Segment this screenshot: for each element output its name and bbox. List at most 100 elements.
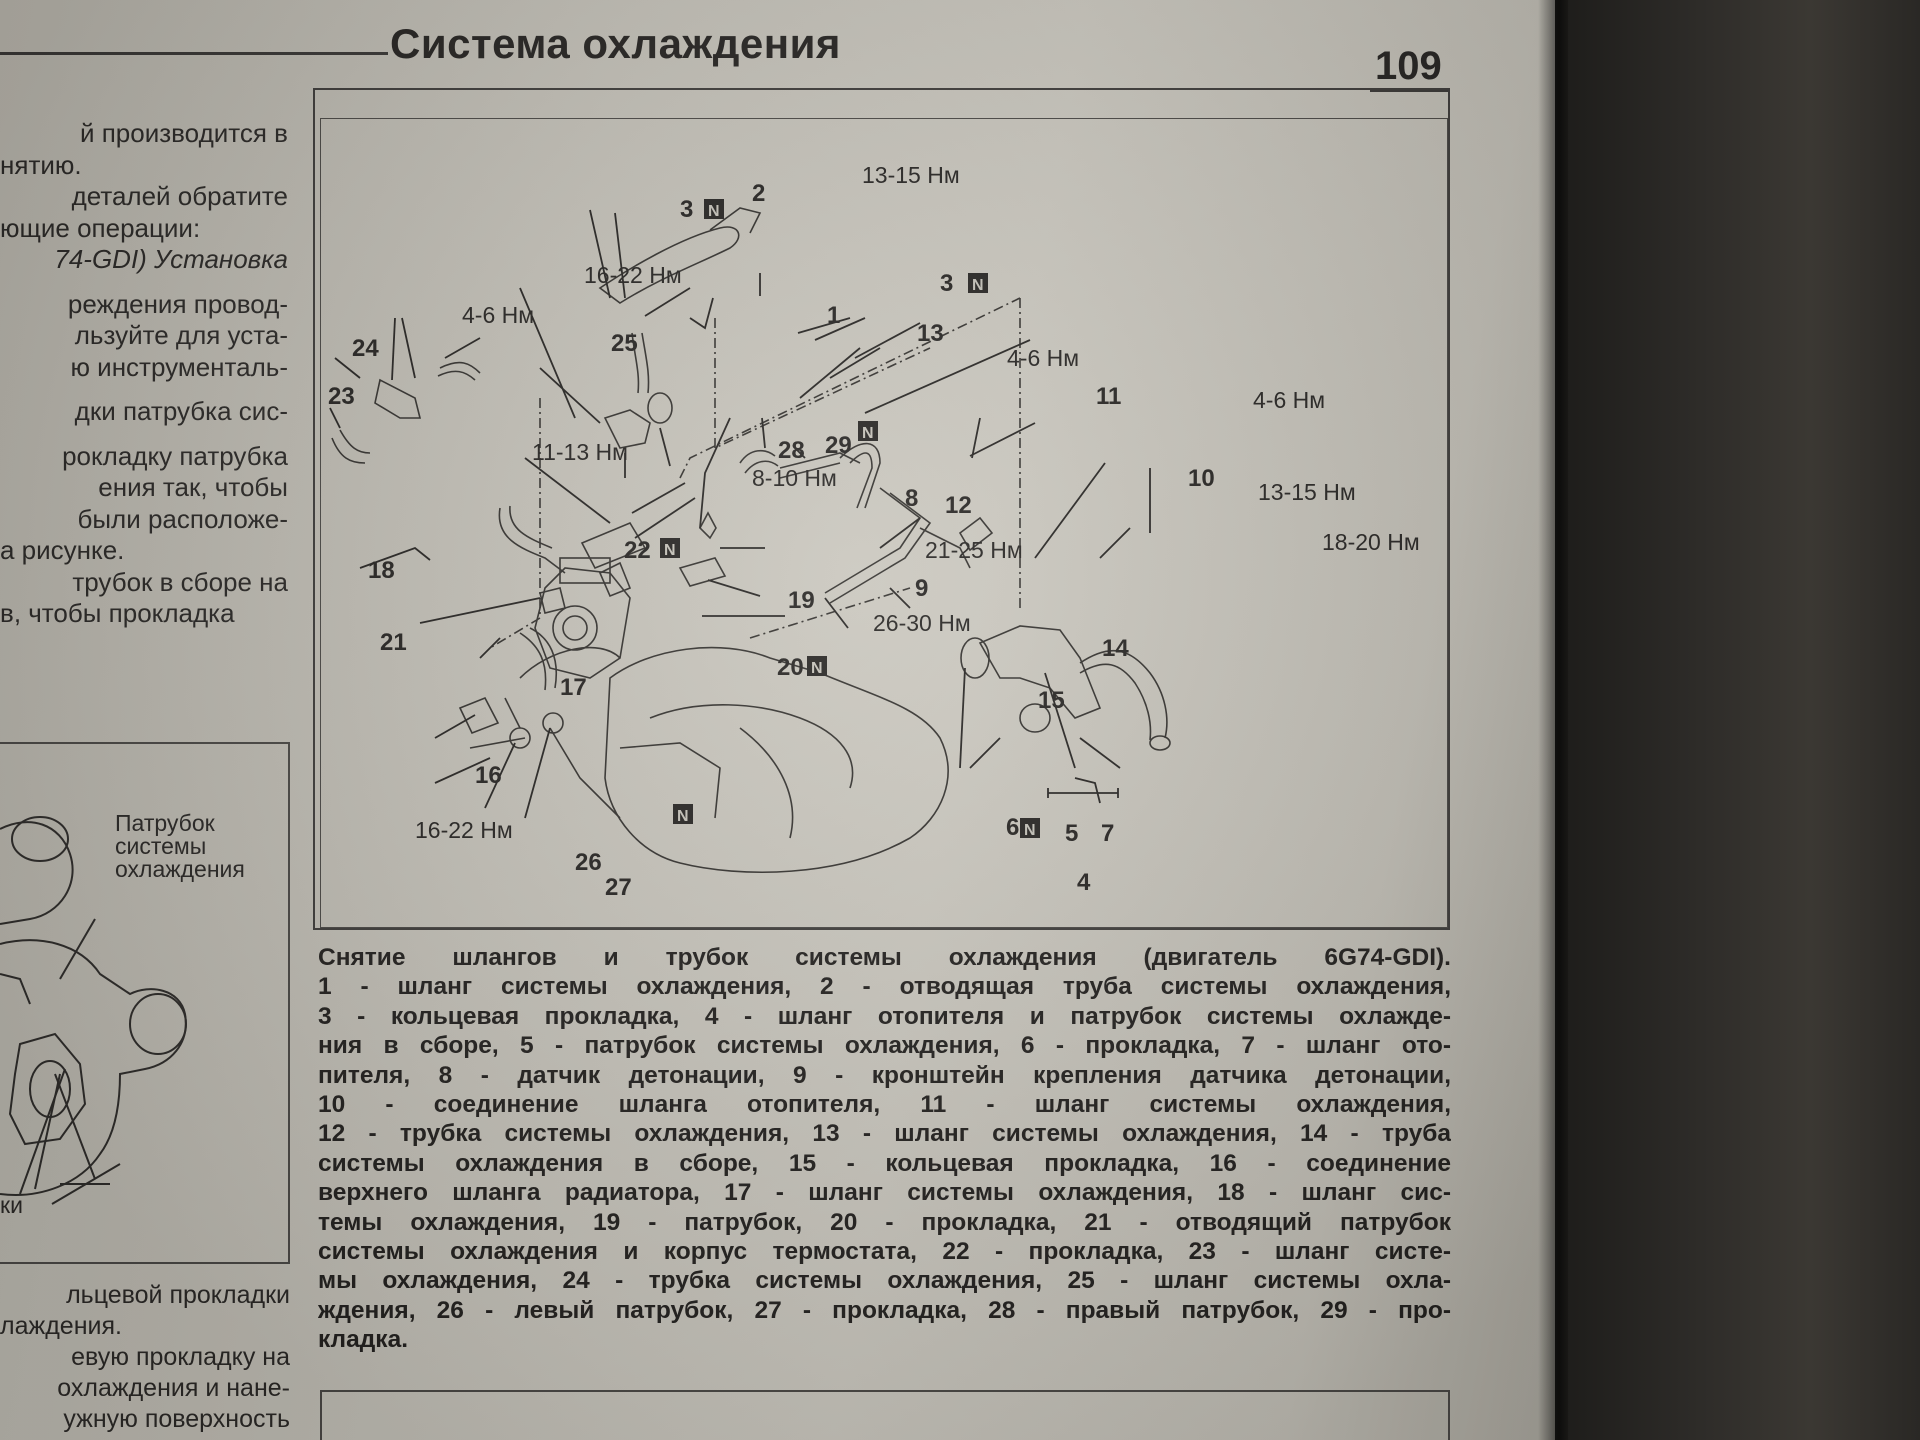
left-line: евую прокладку на: [71, 1343, 290, 1371]
badge-box: [1020, 818, 1040, 838]
badge-letter: N: [862, 425, 874, 442]
callout-18: 18: [368, 557, 395, 584]
callout-17: 17: [560, 674, 587, 701]
badge-letter: N: [677, 808, 689, 825]
callout-11: 11: [1096, 383, 1121, 410]
left-line: охлаждения и нане-: [57, 1374, 290, 1402]
left-line: а рисунке.: [0, 535, 125, 565]
caption-line: 12 - трубка системы охлаждения, 13 - шла…: [318, 1120, 1451, 1148]
torque-label: 4-6 Нм: [462, 302, 534, 328]
torque-label: 16-22 Нм: [415, 817, 513, 843]
inset-figure-frame: [0, 742, 290, 1264]
cooling-system-diagram: N N N N N N N 3 2 3 1 13 25 24 23 11 29: [328, 162, 1420, 901]
left-line: ения так, чтобы: [98, 472, 288, 502]
torque-label: 16-22 Нм: [584, 262, 682, 288]
inset-label-line: охлаждения: [115, 856, 245, 882]
left-column-text: й производится в нятию. деталей обратите…: [0, 118, 288, 630]
callout-21: 21: [380, 629, 407, 656]
left-line: 74-GDI) Установка: [54, 244, 288, 274]
caption-line: 10 - соединение шланга отопителя, 11 - ш…: [318, 1090, 1451, 1118]
engine-bay-background: [1555, 0, 1920, 1440]
badge-box: [673, 804, 693, 824]
callout-10: 10: [1188, 465, 1215, 492]
badge-box: [968, 273, 988, 293]
left-line: в, чтобы прокладка: [0, 598, 235, 628]
caption-line: ждения, 26 - левый патрубок, 27 - прокла…: [318, 1296, 1451, 1324]
callout-9: 9: [915, 575, 928, 602]
left-line: трубок в сборе на: [72, 566, 288, 597]
callout-24: 24: [352, 335, 379, 362]
figure-inner-frame: [320, 118, 1448, 928]
caption-line: пителя, 8 - датчик детонации, 9 - кроншт…: [318, 1061, 1451, 1089]
manual-page: Система охлаждения 109 й производится в …: [0, 0, 1555, 1440]
torque-label: 26-30 Нм: [873, 610, 971, 636]
caption-line: темы охлаждения, 19 - патрубок, 20 - про…: [318, 1208, 1451, 1236]
left-line: лаждения.: [0, 1312, 122, 1340]
callout-3: 3: [940, 270, 953, 297]
inset-label: Патрубок системы охлаждения: [115, 812, 295, 881]
callout-2: 2: [752, 180, 765, 207]
callout-25: 25: [611, 330, 638, 357]
left-bottom-text: льцевой прокладки лаждения. евую проклад…: [0, 1280, 290, 1435]
torque-label: 13-15 Нм: [1258, 479, 1356, 505]
callout-8: 8: [905, 485, 918, 512]
callout-16: 16: [475, 762, 502, 789]
page-edge-shadow: [1538, 0, 1568, 1440]
caption-line: 3 - кольцевая прокладка, 4 - шланг отопи…: [318, 1002, 1451, 1030]
callout-29: 29: [825, 432, 852, 459]
torque-label: 4-6 Нм: [1007, 345, 1079, 371]
caption-line: системы охлаждения в сборе, 15 - кольцев…: [318, 1149, 1451, 1177]
running-head: Система охлаждения: [390, 20, 841, 67]
callout-4: 4: [1077, 869, 1091, 896]
torque-labels: 13-15 Нм 16-22 Нм 4-6 Нм 4-6 Нм 4-6 Нм 1…: [415, 162, 1420, 843]
callout-27: 27: [605, 874, 632, 901]
inset-label-line: Патрубок: [115, 810, 215, 836]
callout-23: 23: [328, 383, 355, 410]
left-line: ю инструменталь-: [70, 351, 288, 382]
badge-letter: N: [811, 660, 823, 677]
badge-letter: N: [708, 203, 720, 220]
caption-line: Снятие шлангов и трубок системы охлажден…: [318, 944, 1451, 971]
callout-20: 20: [777, 654, 804, 681]
page-number: 109: [1375, 44, 1442, 88]
left-line: ужную поверхность: [63, 1405, 290, 1433]
callout-19: 19: [788, 587, 815, 614]
left-line: деталей обратите: [71, 181, 288, 211]
callout-7: 7: [1101, 820, 1114, 847]
callout-6: 6: [1006, 814, 1019, 841]
badge-letter: N: [664, 542, 676, 559]
badge-letter: N: [1024, 822, 1036, 839]
left-line: рокладку патрубка: [62, 440, 288, 471]
badge-box: [858, 421, 878, 441]
callout-22: 22: [624, 537, 651, 564]
torque-label: 8-10 Нм: [752, 465, 837, 491]
left-line: й производится в: [79, 118, 288, 148]
torque-label: 18-20 Нм: [1322, 529, 1420, 555]
caption-line: 1 - шланг системы охлаждения, 2 - отводя…: [318, 973, 1451, 1001]
inset-pipe-drawing: [0, 816, 187, 1205]
callout-numbers: 3 2 3 1 13 25 24 23 11 29 28 12 8 8 10 2…: [328, 180, 1215, 901]
left-line: дки патрубка сис-: [74, 396, 288, 426]
inset-label-line: системы: [115, 833, 207, 859]
left-line: были расположе-: [77, 503, 288, 534]
badge-box: [660, 538, 680, 558]
inset-corner-label: ки: [0, 1192, 23, 1218]
torque-label: 13-15 Нм: [862, 162, 960, 188]
callout-5: 5: [1065, 820, 1078, 847]
leader-lines: [329, 209, 1151, 819]
badge-box: [807, 656, 827, 676]
left-line: реждения провод-: [67, 288, 288, 319]
new-part-badges: N N N N N N N: [660, 199, 1040, 839]
left-line: льцевой прокладки: [66, 1281, 290, 1309]
callout-12: 12: [945, 492, 972, 519]
left-line: льзуйте для уста-: [74, 320, 288, 350]
caption-line: мы охлаждения, 24 - трубка системы охлаж…: [318, 1267, 1451, 1295]
callout-3: 3: [680, 196, 693, 223]
left-line: нятию.: [0, 149, 82, 180]
figure-caption: Снятие шлангов и трубок системы охлажден…: [318, 943, 1451, 1354]
figure-outer-frame: [313, 88, 1450, 930]
header-rule-right: [1370, 88, 1450, 92]
caption-line: верхнего шланга радиатора, 17 - шланг си…: [318, 1179, 1451, 1207]
left-line: ющие операции:: [0, 212, 201, 243]
torque-label: 4-6 Нм: [1253, 387, 1325, 413]
